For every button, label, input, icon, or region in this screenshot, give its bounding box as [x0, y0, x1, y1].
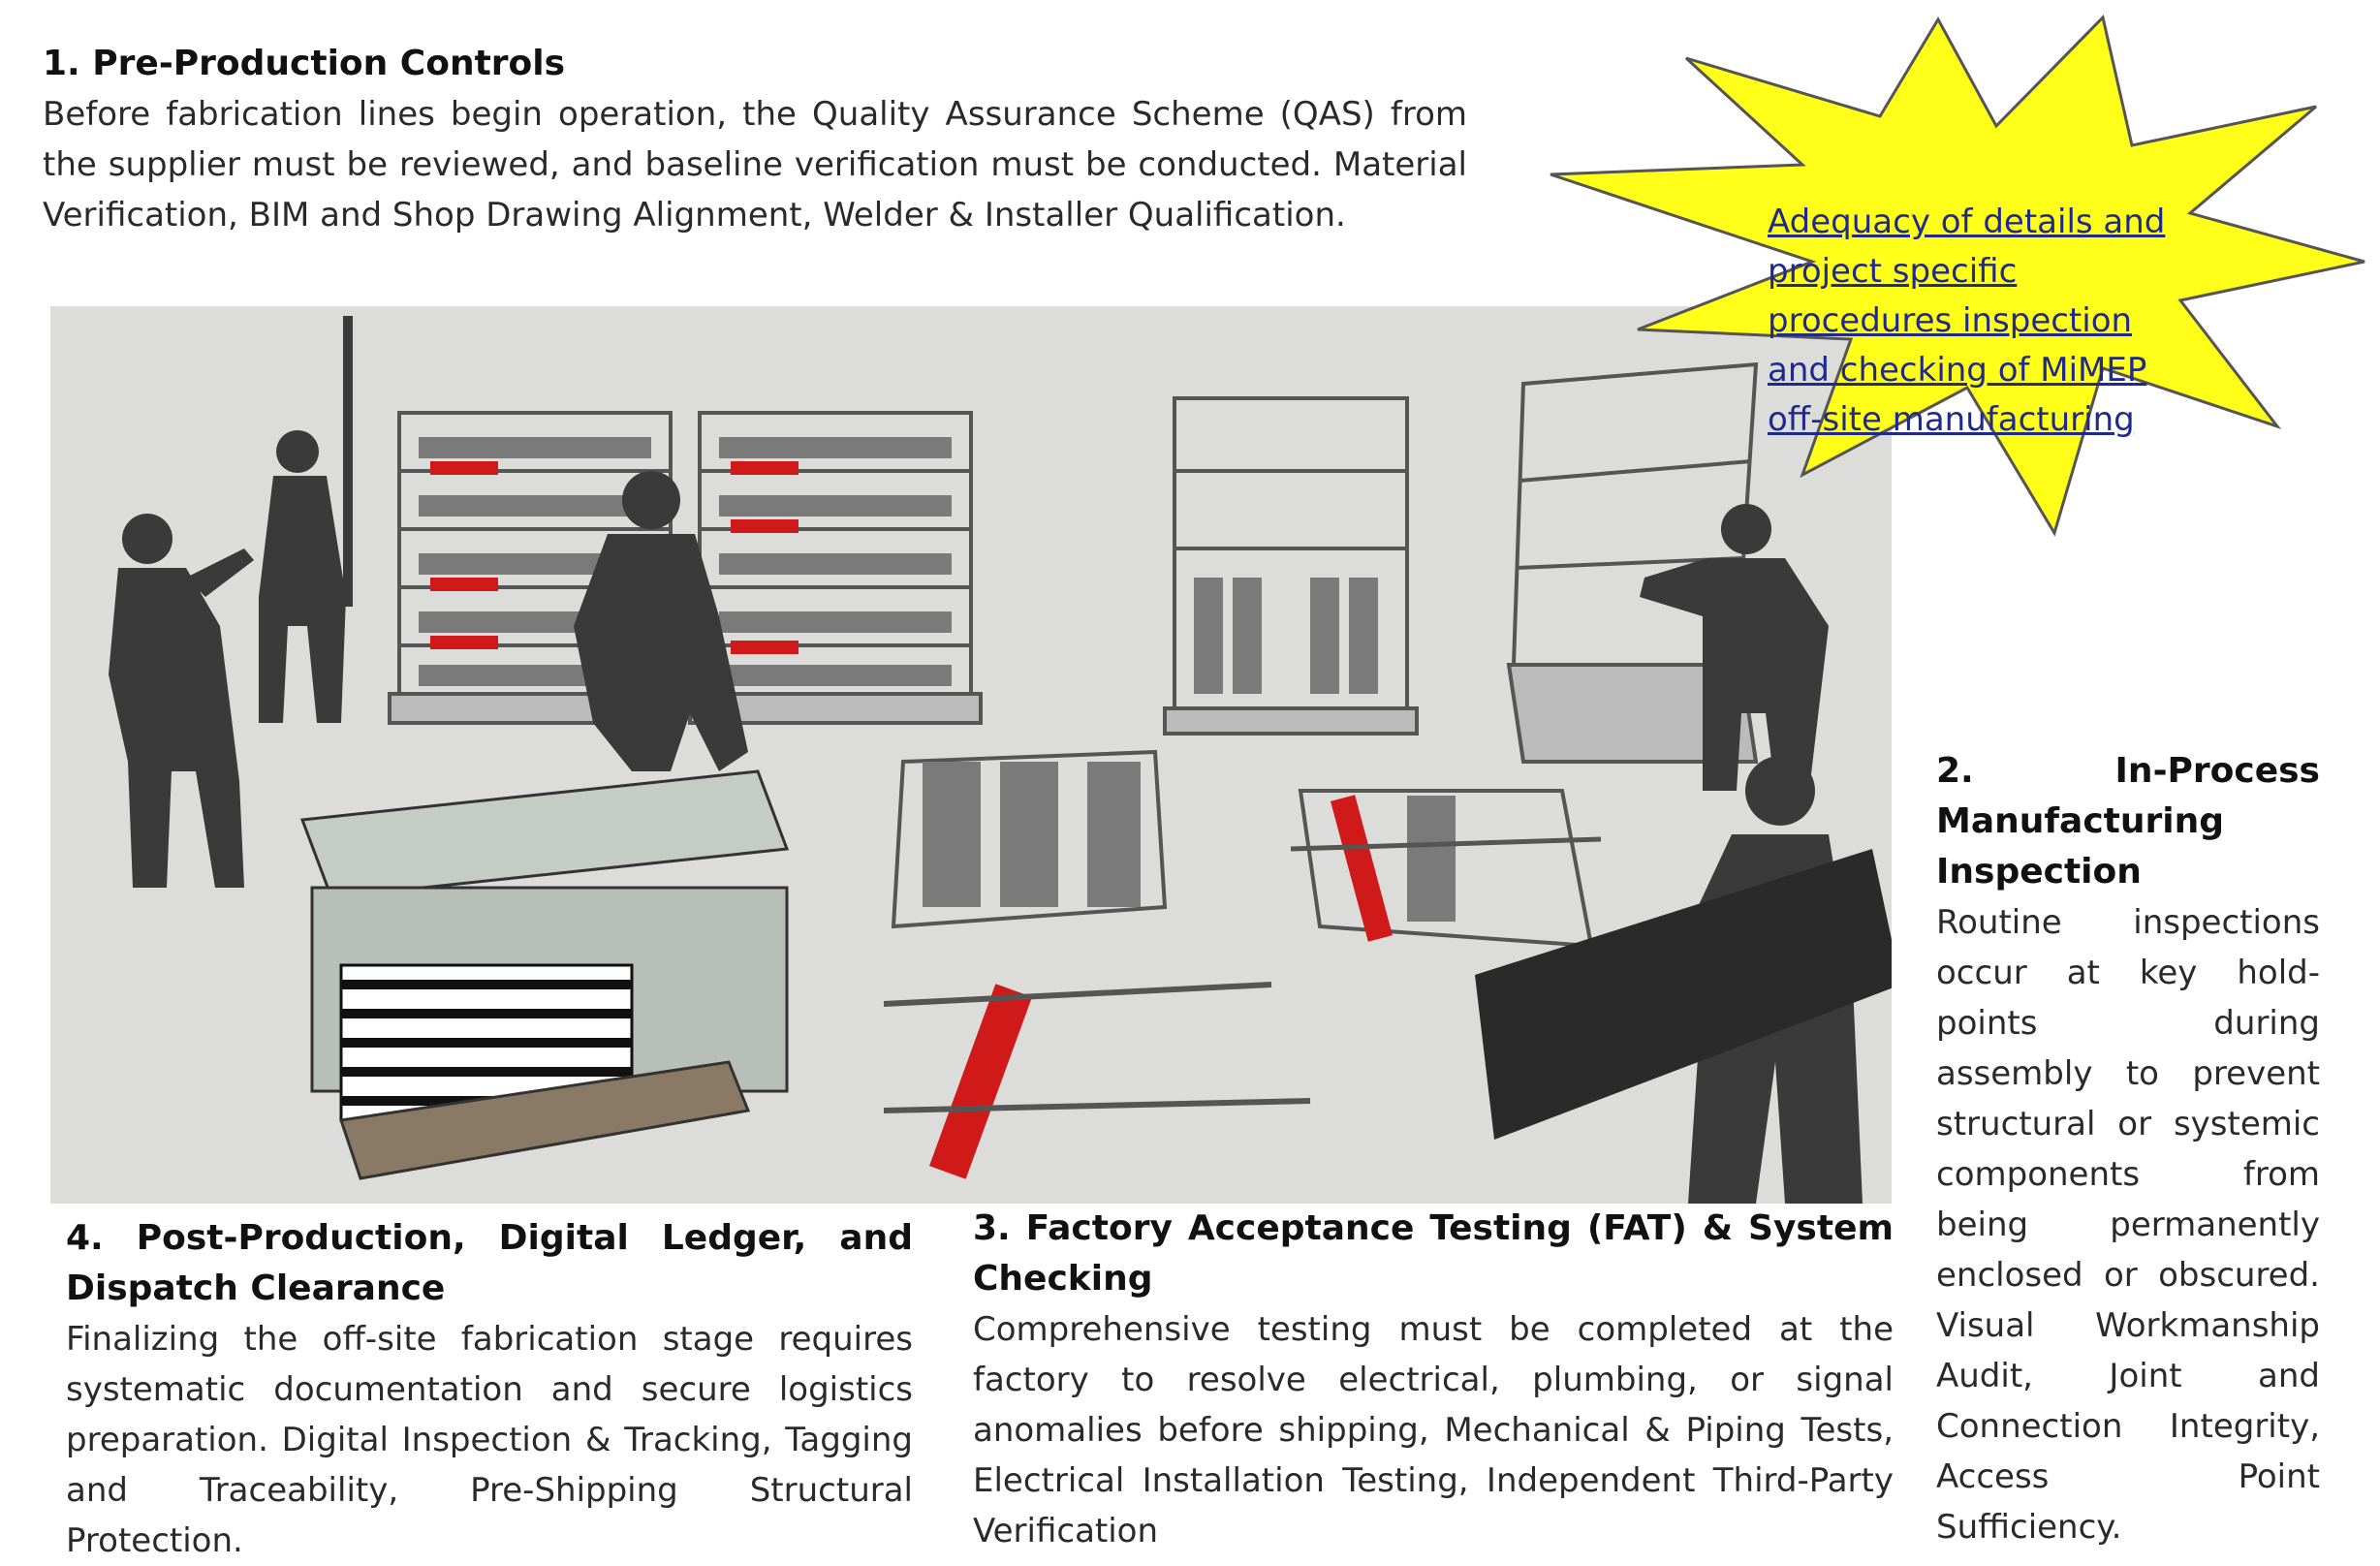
panel-stack	[299, 769, 790, 1180]
callout-text-box: Adequacy of details and project specific…	[1768, 198, 2194, 445]
section-body: Before fabrication lines begin operation…	[43, 95, 1467, 235]
section-title: 2. In-Process Manufacturing Inspection	[1936, 751, 2320, 892]
pipe-assembly	[883, 749, 1311, 1179]
callout-text: Adequacy of details and project specific…	[1768, 203, 2166, 439]
worker-silhouette	[1640, 504, 1829, 791]
worker-silhouette	[574, 471, 748, 771]
worker-silhouette	[1475, 756, 1892, 1204]
pipe-bundle	[719, 437, 952, 686]
pipe-bundle	[1194, 578, 1378, 694]
storage-rack	[1163, 396, 1419, 736]
starburst-shape	[1550, 14, 2365, 537]
factory-illustration	[50, 306, 1892, 1204]
section-body: Finalizing the off-site fabrication stag…	[66, 1320, 913, 1560]
section-in-process: 2. In-Process Manufacturing Inspection R…	[1936, 746, 2320, 1552]
section-title: 3. Factory Acceptance Testing (FAT) & Sy…	[973, 1208, 1894, 1299]
section-title: 1. Pre-Production Controls	[43, 44, 566, 83]
worker-silhouette	[259, 316, 353, 723]
section-body: Comprehensive testing must be completed …	[973, 1310, 1894, 1550]
starburst-callout	[1550, 14, 2365, 537]
section-pre-production: 1. Pre-Production Controls Before fabric…	[43, 39, 1467, 240]
section-post-production: 4. Post-Production, Digital Ledger, and …	[66, 1213, 913, 1566]
red-pipe	[731, 461, 799, 654]
section-title: 4. Post-Production, Digital Ledger, and …	[66, 1218, 913, 1308]
pipe-assembly	[1290, 789, 1602, 949]
worker-silhouette	[109, 514, 254, 888]
section-body: Routine inspections occur at key hold-po…	[1936, 903, 2320, 1547]
red-pipe	[430, 461, 498, 649]
section-factory-acceptance: 3. Factory Acceptance Testing (FAT) & Sy…	[973, 1204, 1894, 1556]
